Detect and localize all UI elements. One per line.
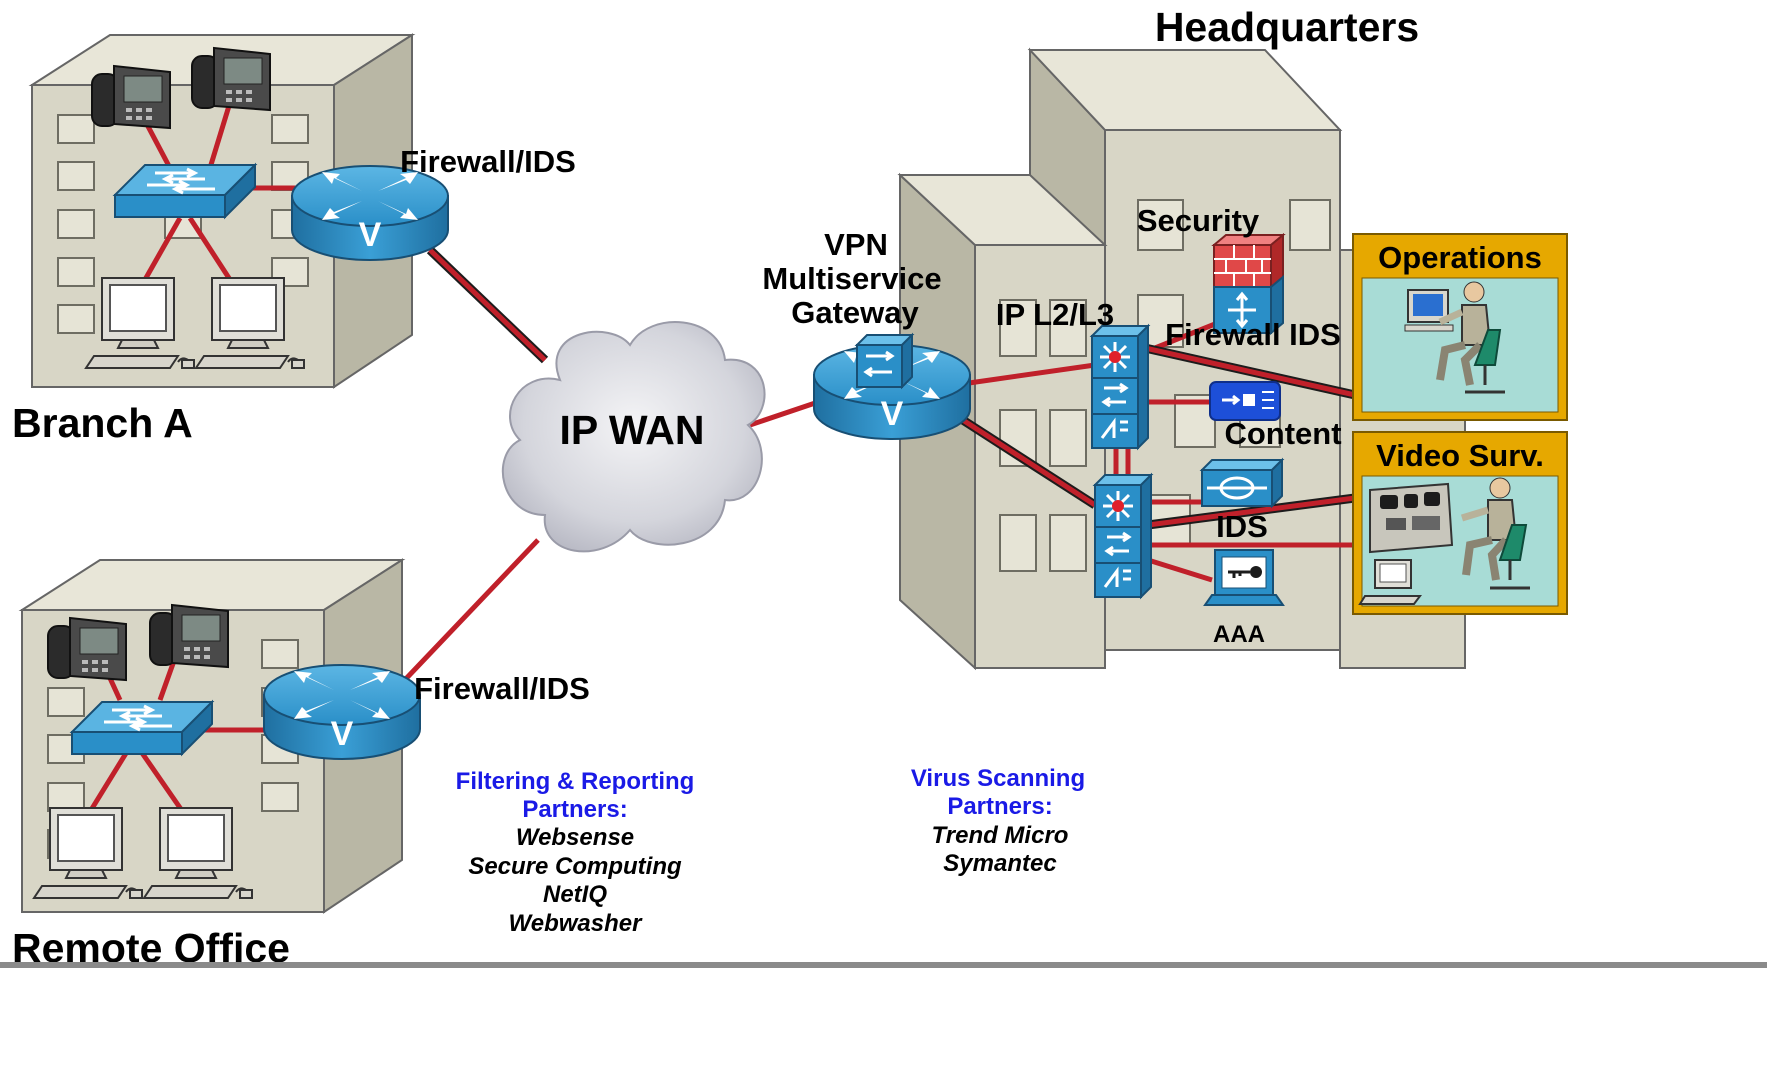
operations-label: Operations xyxy=(1378,240,1542,275)
gateway-label: Gateway xyxy=(791,295,919,330)
multilayer-switch-icon xyxy=(1090,324,1150,450)
vpn-gateway-icon xyxy=(813,332,971,440)
vpn-label: VPN xyxy=(824,227,888,262)
virus-title-line2: Partners: xyxy=(947,793,1052,820)
headquarters-label: Headquarters xyxy=(1155,4,1419,50)
video-surv-panel xyxy=(1352,431,1568,615)
surveillance-console-icon xyxy=(1358,477,1530,605)
content-engine-icon xyxy=(1209,381,1281,421)
branch-a-label: Branch A xyxy=(12,400,193,446)
aaa-label: AAA xyxy=(1213,621,1265,648)
ip-wan-label: IP WAN xyxy=(559,407,704,453)
partner-item: NetIQ xyxy=(543,881,607,908)
multiservice-label: Multiservice xyxy=(762,261,941,296)
security-label: Security xyxy=(1137,203,1260,238)
ids-icon xyxy=(1199,457,1285,509)
ip-l2l3-label: IP L2/L3 xyxy=(996,297,1114,332)
firewall-ids-hq-label: Firewall IDS xyxy=(1165,317,1341,352)
ip-phone-icon xyxy=(91,65,171,129)
partner-item: Secure Computing xyxy=(468,853,682,880)
router-icon xyxy=(263,664,421,760)
firewall-ids-bottom-label: Firewall/IDS xyxy=(414,671,590,706)
firewall-icon xyxy=(1211,232,1286,336)
router-icon xyxy=(291,165,449,261)
switch-icon xyxy=(70,700,214,756)
virus-title-line1: Virus Scanning xyxy=(911,765,1085,792)
operator-icon xyxy=(1404,281,1505,394)
operations-panel xyxy=(1352,233,1568,421)
partner-item: Websense xyxy=(516,824,634,851)
ip-phone-icon xyxy=(191,47,271,111)
switch-icon xyxy=(113,163,257,219)
filtering-title-line2: Partners: xyxy=(522,796,627,823)
partner-item: Webwasher xyxy=(509,910,644,937)
bottom-divider xyxy=(0,962,1767,968)
filtering-title-line1: Filtering & Reporting xyxy=(456,768,695,795)
ip-phone-icon xyxy=(47,617,127,681)
virus-partners: Virus Scanning Partners: Trend Micro Sym… xyxy=(911,765,1085,877)
firewall-ids-top-label: Firewall/IDS xyxy=(400,144,576,179)
ip-phone-icon xyxy=(149,604,229,668)
multilayer-switch-icon xyxy=(1093,473,1153,599)
content-label: Content xyxy=(1224,416,1341,451)
cloud-icon xyxy=(501,321,766,553)
aaa-server-icon xyxy=(1203,549,1285,606)
ids-label: IDS xyxy=(1216,509,1268,544)
partner-item: Trend Micro xyxy=(932,822,1069,849)
video-surv-label: Video Surv. xyxy=(1376,438,1544,473)
partner-item: Symantec xyxy=(943,850,1056,877)
filtering-partners: Filtering & Reporting Partners: Websense… xyxy=(456,768,695,937)
